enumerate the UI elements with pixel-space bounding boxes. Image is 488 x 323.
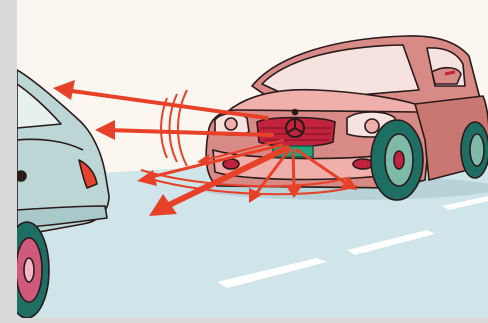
fog-light (353, 159, 373, 169)
headlight-lamp (225, 118, 237, 130)
hood-ornament (293, 110, 298, 115)
fog-light (223, 159, 239, 169)
radar-illustration (17, 0, 488, 318)
other-car-wheel-hub (24, 258, 34, 282)
radar-arrow (293, 150, 294, 188)
headlight-lamp (365, 119, 379, 133)
rear-wheel-rim (470, 134, 484, 166)
front-wheel-hub (394, 151, 404, 169)
car-mirror (432, 68, 461, 84)
other-car-mirror (17, 171, 26, 181)
illustration-panel (17, 0, 488, 318)
car-side-marker (445, 72, 455, 74)
